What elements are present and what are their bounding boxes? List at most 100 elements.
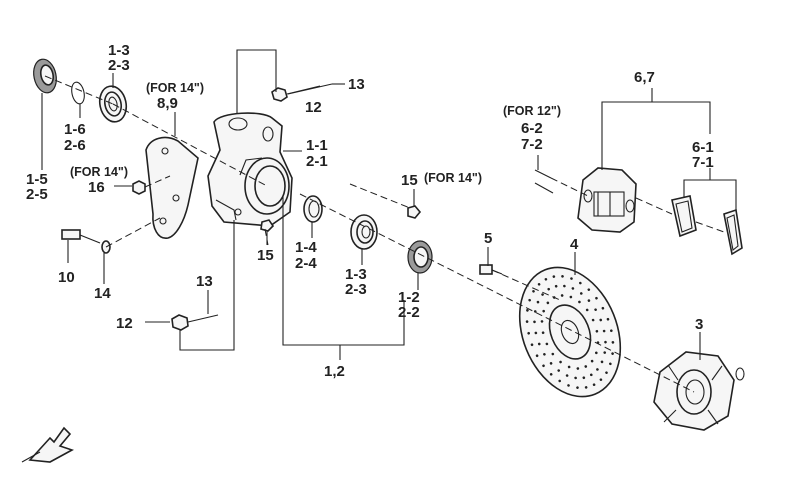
disc-hole [567, 384, 570, 387]
disc-hole [596, 368, 599, 371]
disc-hole [587, 299, 591, 302]
disc-hole [579, 281, 582, 285]
disc-hole [560, 294, 564, 297]
disc-hole [558, 379, 561, 383]
disc-hole [541, 293, 544, 296]
label-6-2: 6-2 [521, 120, 543, 137]
label-12-top: 12 [305, 99, 322, 116]
label-5: 5 [484, 230, 492, 247]
disc-hole [576, 386, 579, 389]
disc-hole [557, 369, 561, 372]
brake-disc-4 [518, 266, 622, 398]
disc-hole [585, 308, 589, 312]
disc-hole [611, 341, 615, 344]
disc-hole [609, 362, 612, 366]
disc-hole [526, 309, 529, 312]
disc-hole [610, 329, 613, 333]
disc-hole [544, 277, 548, 281]
disc-hole [578, 300, 581, 304]
disc-hole [595, 351, 598, 355]
disc-hole [601, 306, 605, 310]
label-for14-top: (FOR 14") [146, 81, 204, 95]
disc-hole [525, 320, 529, 323]
label-6-7: 6,7 [634, 69, 655, 86]
disc-hole [561, 275, 564, 278]
disc-hole [542, 364, 545, 368]
disc-hole [540, 320, 544, 323]
disc-hole [549, 373, 553, 376]
assembly-axis-lines [44, 75, 725, 393]
disc-hole [532, 290, 535, 293]
disc-hole [537, 283, 541, 286]
disc-hole [600, 360, 604, 364]
label-2-2: 2-2 [398, 304, 420, 321]
label-2-3-lower: 2-3 [345, 281, 367, 298]
label-2-1: 2-1 [306, 153, 328, 170]
disc-hole [590, 359, 594, 363]
disc-hole [551, 352, 555, 356]
disc-hole [547, 287, 551, 291]
pins-6-2 [534, 169, 554, 194]
bolt-5 [479, 264, 503, 275]
disc-hole [589, 373, 593, 377]
label-for14-left: (FOR 14") [70, 165, 128, 179]
label-for14-right: (FOR 14") [424, 171, 482, 185]
label-7-2: 7-2 [521, 136, 543, 153]
disc-hole [570, 277, 573, 280]
disc-hole [536, 300, 540, 304]
disc-hole [530, 343, 534, 347]
disc-hole [567, 365, 571, 369]
disc-hole [584, 386, 588, 389]
disc-hole [584, 365, 588, 368]
disc-hole [549, 362, 553, 365]
label-4: 4 [570, 236, 579, 253]
label-7-1: 7-1 [692, 154, 714, 171]
label-1-4: 1-4 [295, 239, 317, 256]
disc-hole [545, 342, 549, 346]
label-13-top: 13 [348, 76, 365, 93]
disc-hole [565, 374, 569, 377]
disc-hole [554, 284, 558, 288]
disc-hole [535, 354, 539, 358]
brake-bracket-8-9 [145, 136, 199, 239]
label-13-bottom: 13 [196, 273, 213, 290]
disc-hole [533, 310, 537, 313]
label-10: 10 [58, 269, 75, 286]
disc-hole [534, 331, 538, 335]
label-2-6: 2-6 [64, 137, 86, 154]
disc-hole [537, 342, 541, 346]
disc-hole [602, 329, 606, 333]
brake-caliper-6-1 [577, 167, 637, 233]
disc-hole [592, 383, 596, 387]
disc-hole [599, 318, 603, 322]
label-2-4: 2-4 [295, 255, 317, 272]
brake-pad-left [671, 195, 697, 238]
bolt-15-mid [260, 219, 275, 232]
label-14: 14 [94, 285, 111, 302]
disc-hole [546, 301, 550, 305]
disc-hole [574, 376, 577, 380]
label-1-2: 1-2 [398, 289, 420, 306]
nut-16 [132, 180, 146, 195]
label-8-9: 8,9 [157, 95, 178, 112]
snap-ring-1-6 [71, 81, 85, 105]
label-1-3-top: 1-3 [108, 42, 130, 59]
disc-hole [595, 296, 598, 300]
disc-hole [587, 288, 591, 291]
brake-pad-right [723, 208, 743, 256]
label-12-bottom: 12 [116, 315, 133, 332]
nut-12-bottom [171, 314, 219, 331]
bolt-10 [61, 229, 101, 244]
label-16: 16 [88, 179, 105, 196]
disc-hole [604, 340, 607, 344]
label-3: 3 [695, 316, 703, 333]
disc-hole [563, 284, 566, 288]
label-2-5: 2-5 [26, 186, 48, 203]
wheel-hub-3 [653, 351, 745, 431]
label-1-5: 1-5 [26, 171, 48, 188]
disc-hole [594, 308, 597, 311]
leader-lines [41, 49, 737, 360]
disc-hole [603, 351, 607, 354]
disc-hole [611, 352, 614, 355]
